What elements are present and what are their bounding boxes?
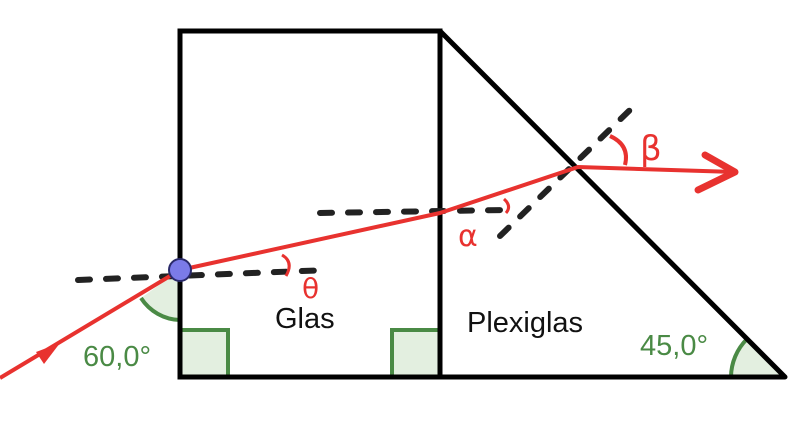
theta-arc [281, 253, 291, 277]
right-angle-marker-left [178, 328, 230, 379]
ray-arrowhead [36, 343, 60, 364]
right-angle-marker-right [390, 328, 442, 379]
light-ray [0, 165, 736, 380]
prism-angle-arc [729, 337, 749, 378]
normal-line-2 [317, 207, 508, 216]
normal-line-1 [75, 267, 331, 283]
label-glass: Glas [275, 303, 335, 335]
label-plexiglass: Plexiglas [467, 307, 583, 339]
normal-lines [75, 105, 635, 283]
label-beta: β [640, 129, 662, 169]
label-theta: θ [302, 272, 319, 305]
beta-arc [609, 134, 628, 166]
incidence-point[interactable] [168, 258, 192, 282]
label-alpha: α [458, 219, 478, 254]
glass-block [177, 28, 443, 380]
ray-arrow-out [694, 151, 739, 194]
alpha-arc [502, 197, 511, 214]
incidence-angle-arc [139, 296, 181, 322]
prism-angle-fill [731, 339, 785, 377]
label-prism-angle: 45,0° [640, 330, 708, 362]
plexiglass-prism [438, 29, 788, 380]
label-incidence-angle: 60,0° [83, 341, 151, 373]
